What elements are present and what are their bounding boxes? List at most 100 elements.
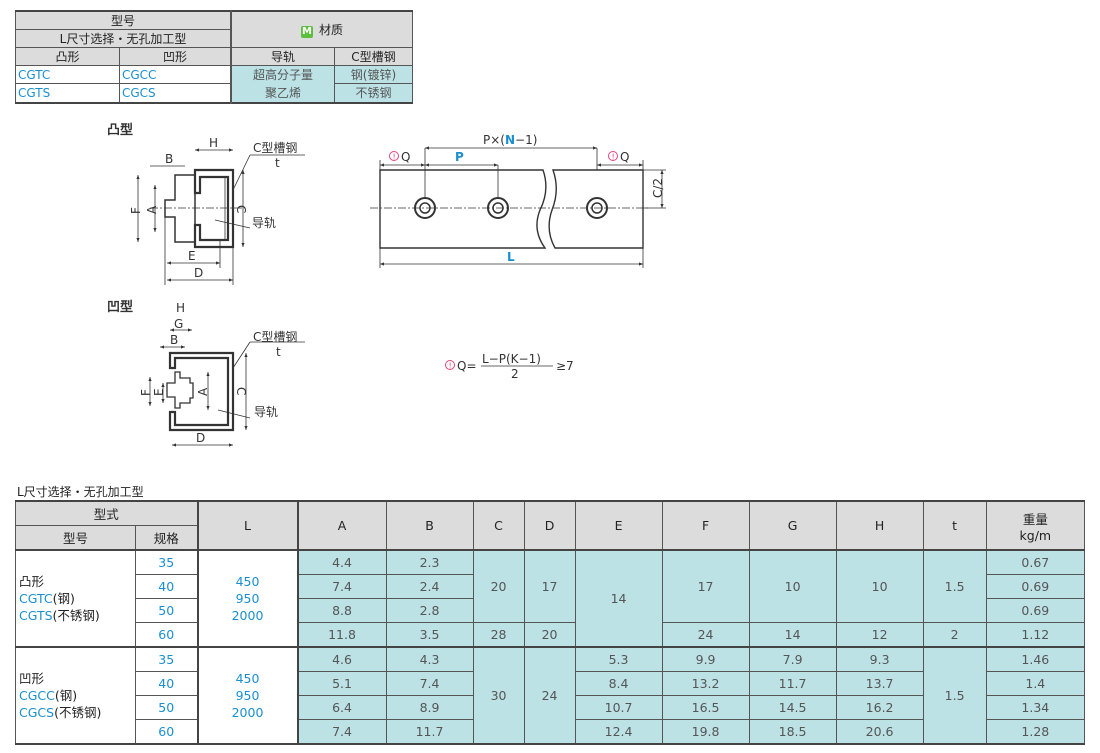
rail-length-drawing	[370, 146, 666, 268]
model-header: 型号	[15, 10, 232, 30]
model-code[interactable]: CGTS	[15, 83, 120, 104]
rail-material: 超高分子量聚乙烯	[229, 65, 335, 104]
dim-header-C: C	[472, 500, 525, 551]
weight-cell: 1.46	[985, 646, 1086, 672]
q-label: Q	[401, 150, 410, 164]
model-code[interactable]: CGCS	[19, 705, 55, 720]
dim-header-H: H	[835, 500, 924, 551]
type-header: 型式	[15, 500, 198, 526]
formula-denominator: 2	[511, 367, 519, 381]
model-code[interactable]: CGCC	[19, 688, 55, 703]
dim-label: A	[196, 387, 210, 396]
dim-cell-B: 3.5	[385, 622, 474, 648]
convex-profile-drawing	[136, 148, 305, 285]
size-cell[interactable]: 60	[135, 719, 198, 745]
dim-cell-A: 11.8	[296, 622, 387, 648]
dim-cell-H: 13.7	[835, 671, 924, 696]
channel-material: 不锈钢	[333, 83, 414, 104]
convex-header: 凸形	[15, 47, 120, 66]
length-option: 950	[235, 591, 260, 606]
size-cell[interactable]: 40	[135, 574, 198, 599]
concave-profile-drawing	[148, 328, 305, 447]
concave-title: 凹型	[107, 299, 133, 315]
size-cell[interactable]: 35	[135, 549, 198, 575]
weight-cell: 0.69	[985, 598, 1086, 623]
model-code[interactable]: CGTC	[19, 591, 53, 606]
dim-cell-B: 8.9	[385, 695, 474, 720]
model-entry: CGCS(不锈钢)	[19, 704, 135, 721]
dim-label: t	[275, 156, 280, 170]
dim-header-F: F	[661, 500, 750, 551]
dim-header-t: t	[922, 500, 987, 551]
dim-label: E	[152, 388, 166, 396]
model-code[interactable]: CGCC	[119, 64, 232, 85]
dim-cell-B: 11.7	[385, 719, 474, 745]
model-header: 型号	[15, 525, 136, 551]
dim-cell-G: 11.7	[748, 671, 837, 696]
technical-drawings: 凸型 H B C型槽钢 t F A C 导轨 E D 凹型 H G B C型槽钢…	[107, 122, 666, 447]
svg-text:!: !	[393, 153, 396, 162]
dim-cell-D: 24	[523, 646, 576, 745]
dim-label: C	[234, 387, 248, 395]
dim-cell-G: 14	[748, 622, 837, 648]
model-entry: CGCC(钢)	[19, 687, 135, 704]
size-cell[interactable]: 50	[135, 695, 198, 720]
dim-label: H	[176, 301, 185, 315]
model-material: (不锈钢)	[54, 705, 102, 720]
size-cell[interactable]: 40	[135, 671, 198, 696]
hole-icon	[586, 197, 608, 219]
dim-cell-A: 5.1	[296, 671, 387, 696]
dim-cell-F: 19.8	[661, 719, 750, 745]
size-cell[interactable]: 50	[135, 598, 198, 623]
channel-label: C型槽钢	[253, 330, 297, 344]
dim-label: G	[174, 317, 183, 331]
dim-cell-D: 20	[523, 622, 576, 648]
size-cell[interactable]: 35	[135, 646, 198, 672]
half-c-label: C/2	[651, 178, 665, 198]
weight-cell: 0.67	[985, 549, 1086, 575]
dim-cell-E: 5.3	[574, 646, 663, 672]
dim-header-G: G	[748, 500, 837, 551]
weight-unit: kg/m	[1019, 527, 1052, 543]
dim-cell-G: 14.5	[748, 695, 837, 720]
warning-icon: !	[445, 360, 455, 371]
dim-cell-t: 1.5	[922, 549, 987, 623]
weight-label: 重量	[1022, 511, 1048, 527]
dim-label: C	[234, 205, 248, 213]
warning-icon: !	[389, 151, 399, 162]
svg-text:!: !	[612, 153, 615, 162]
size-header: 规格	[135, 525, 198, 551]
dim-label: B	[170, 333, 178, 347]
rail-label: 导轨	[254, 405, 278, 419]
formula-rhs: ≥7	[556, 359, 574, 373]
dim-cell-H: 10	[835, 549, 924, 623]
shape-label: 凸形	[19, 574, 45, 589]
size-cell[interactable]: 60	[135, 622, 198, 648]
model-material: (钢)	[54, 688, 78, 703]
warning-icon: !	[608, 151, 618, 162]
model-code[interactable]: CGCS	[119, 83, 232, 104]
channel-label: C型槽钢	[253, 141, 297, 155]
length-option: 2000	[231, 608, 264, 623]
model-code[interactable]: CGTS	[19, 608, 53, 623]
dim-cell-B: 2.8	[385, 598, 474, 623]
model-code[interactable]: CGTC	[15, 64, 120, 85]
dim-header-D: D	[523, 500, 576, 551]
dim-label: A	[145, 205, 159, 214]
dim-cell-D: 17	[523, 549, 576, 623]
dim-label: F	[129, 207, 143, 214]
dim-cell-A: 4.4	[296, 549, 387, 575]
